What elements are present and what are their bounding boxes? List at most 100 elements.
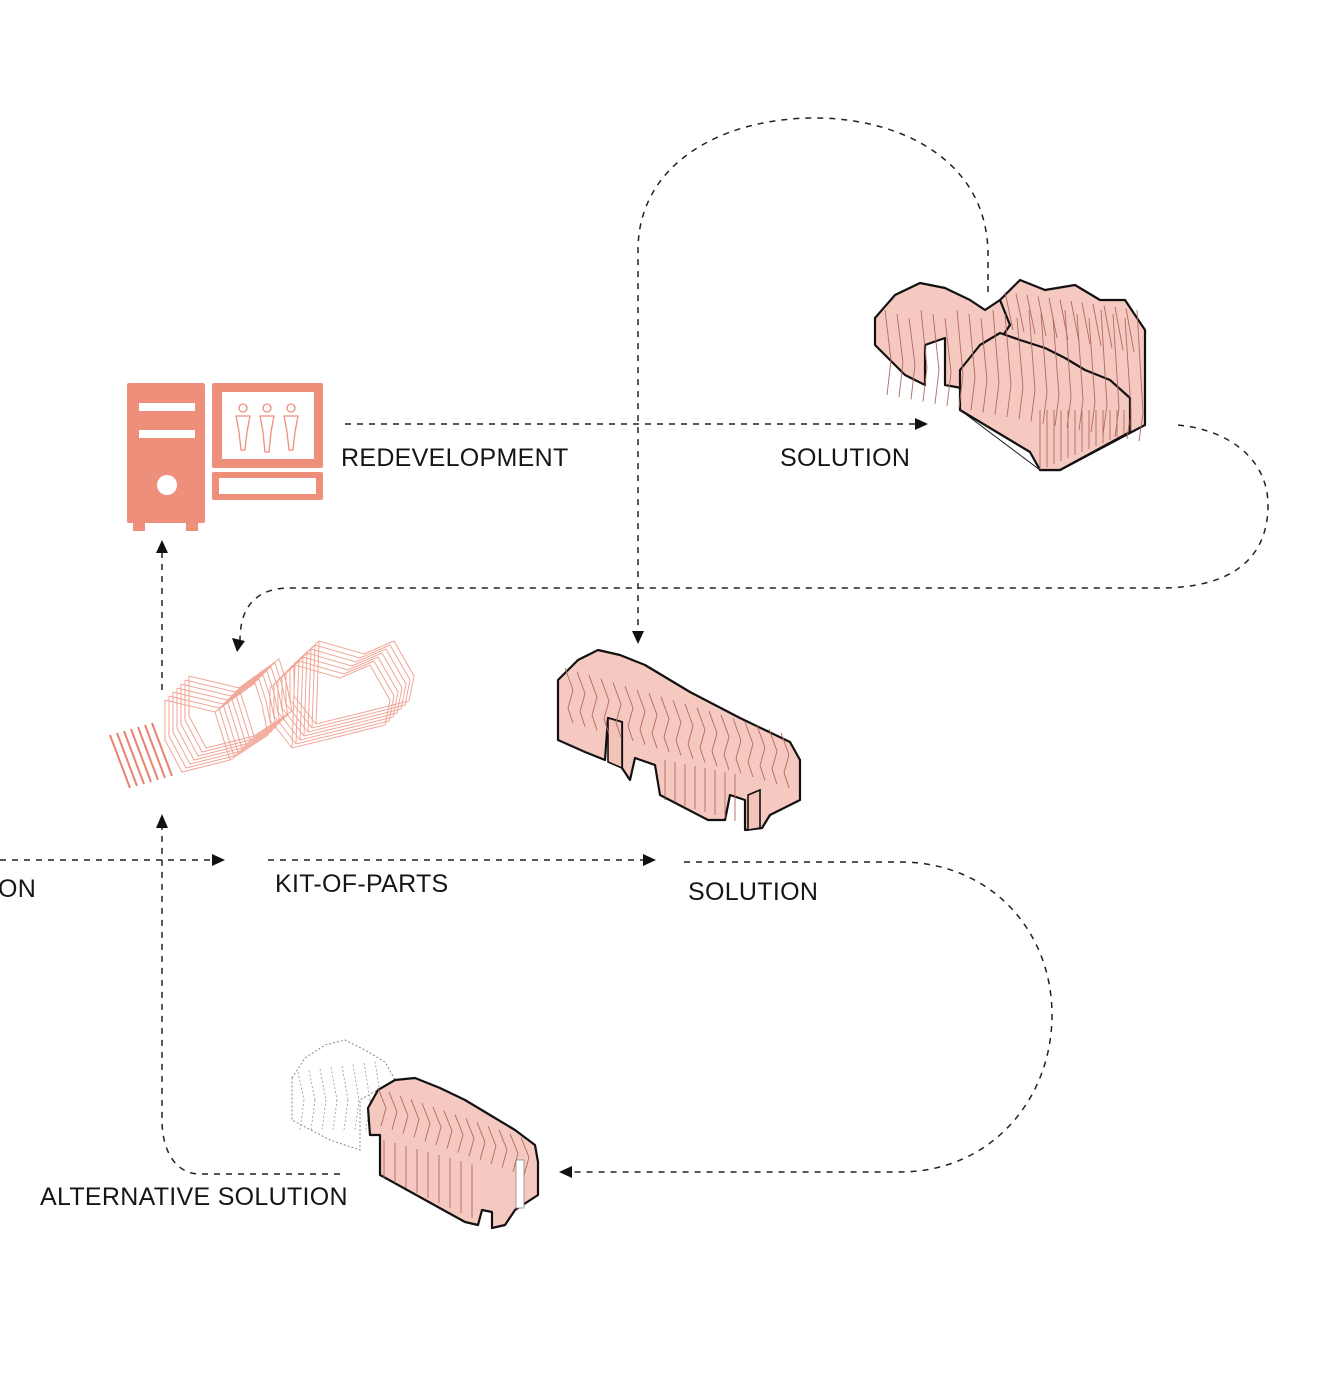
hatch-line — [932, 313, 940, 371]
hatch-line — [310, 1099, 316, 1131]
hatch-line — [603, 718, 610, 734]
hatch-line — [410, 1099, 420, 1120]
hatch-line — [523, 1157, 530, 1176]
hatch-line — [1028, 309, 1036, 391]
computer-with-people-icon — [127, 383, 323, 531]
hatch-line — [675, 722, 682, 741]
arrowhead-icon — [559, 1166, 572, 1178]
hatch-line — [330, 1067, 338, 1101]
hatch-line — [1078, 399, 1084, 431]
hatch-line — [627, 725, 634, 742]
hatch-line — [982, 379, 988, 413]
hatch-line — [639, 729, 646, 745]
hatch-line — [627, 707, 634, 727]
connector-return-right — [239, 424, 1269, 641]
folded-building-large — [873, 278, 1147, 472]
hatch-line — [747, 761, 754, 778]
connector-alternative-return — [161, 828, 340, 1175]
arrowhead-icon — [643, 854, 656, 866]
hatch-line — [299, 1099, 305, 1131]
panel-outline — [172, 674, 277, 765]
hatch-line — [603, 700, 610, 719]
hatch-line — [579, 693, 586, 712]
hatch-line — [341, 1065, 349, 1101]
hatch-line — [651, 715, 658, 734]
hatch-line — [711, 733, 718, 752]
hatch-line — [311, 644, 316, 729]
hatch-line — [230, 695, 247, 745]
hatch-line — [1114, 306, 1124, 351]
hatch-line — [509, 1133, 519, 1154]
hatch-line — [732, 718, 742, 741]
hatch-line — [332, 1099, 338, 1131]
hatch-line — [699, 729, 706, 748]
hatch-line — [421, 1103, 431, 1124]
hatch-line — [520, 1137, 530, 1158]
hatch-line — [1042, 392, 1048, 424]
connector-loop-bottom — [572, 861, 1053, 1173]
panel-outline — [164, 682, 269, 773]
hatch-line — [759, 765, 766, 781]
hatch-line — [920, 309, 928, 368]
hatch-line — [708, 711, 718, 734]
hatch-line — [557, 739, 586, 753]
hatch-line — [672, 700, 682, 723]
hatch-line — [659, 794, 709, 821]
hatch-line — [388, 1091, 398, 1112]
hatch-line — [759, 747, 766, 766]
panel-outline — [289, 644, 411, 729]
hatch-line — [970, 377, 976, 411]
hatch-line — [1030, 389, 1036, 422]
hatch-line — [663, 718, 670, 737]
hatch-line — [768, 729, 778, 752]
hatch-line — [699, 747, 706, 763]
hatch-line — [1064, 309, 1072, 398]
hatch-line — [783, 772, 790, 788]
panel-outline — [293, 640, 415, 725]
panel-outline — [285, 648, 407, 733]
hatch-line — [956, 309, 964, 376]
hatch-line — [910, 364, 916, 400]
hatch-line — [735, 740, 742, 759]
label-left-cut: ON — [0, 875, 36, 903]
label-alternative-solution: ALTERNATIVE SOLUTION — [40, 1183, 348, 1211]
hatch-line — [771, 769, 778, 785]
hatch-line — [896, 313, 904, 363]
hatch-line — [588, 675, 598, 698]
hatch-line — [1006, 384, 1012, 418]
hatch-line — [684, 703, 694, 727]
panel-outline — [168, 678, 273, 769]
arrowhead-icon — [232, 638, 245, 652]
hatch-line — [651, 733, 658, 749]
label-solution-middle: SOLUTION — [688, 878, 818, 906]
hatch-line — [1124, 317, 1132, 411]
hatch-line — [744, 721, 754, 745]
hatch-line — [512, 1153, 519, 1172]
hatch-line — [591, 715, 598, 731]
hatch-line — [1102, 404, 1108, 435]
hatch-line — [1076, 313, 1084, 401]
hatch-line — [687, 725, 694, 745]
hatch-line — [501, 1149, 508, 1168]
hatch-line — [1112, 313, 1120, 408]
hatch-line — [1125, 308, 1135, 353]
hatch-line — [1092, 303, 1102, 347]
hatch-line — [756, 725, 766, 748]
connector-loop-top — [637, 117, 989, 632]
hatch-line — [675, 740, 682, 756]
hatch-line — [413, 1119, 420, 1138]
hatch-line — [946, 372, 952, 407]
hatch-line — [908, 317, 916, 366]
hatch-line — [1136, 309, 1144, 413]
arrowhead-icon — [156, 540, 168, 553]
hatch-line — [898, 362, 904, 398]
hatch-line — [886, 359, 892, 396]
hatch-line — [465, 1118, 475, 1139]
hatch-line — [720, 714, 730, 737]
hatch-line — [446, 1130, 453, 1149]
hatch-line — [457, 1134, 464, 1153]
hatch-line — [468, 1138, 475, 1157]
hatch-line — [648, 693, 658, 716]
hatch-line — [567, 689, 574, 709]
